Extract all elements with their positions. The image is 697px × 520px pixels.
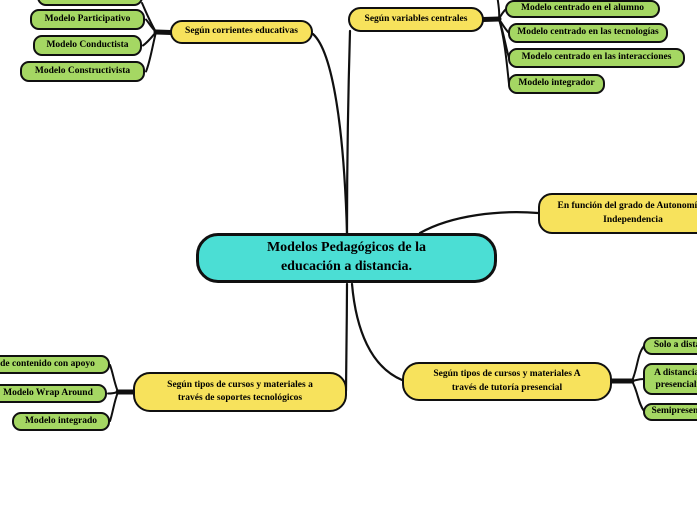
leaf-modelo-centrado-interacciones[interactable]: Modelo centrado en las interacciones xyxy=(508,48,685,68)
leaf-modelo-constructivista[interactable]: Modelo Constructivista xyxy=(20,61,145,82)
leaf-clipped-offscreen[interactable] xyxy=(37,0,143,6)
leaf-modelo-conductista[interactable]: Modelo Conductista xyxy=(33,35,142,56)
leaf-modelo-integrador[interactable]: Modelo integrador xyxy=(508,74,605,94)
branch-corrientes-educativas[interactable]: Según corrientes educativas xyxy=(170,20,313,44)
leaf-modelo-centrado-alumno[interactable]: Modelo centrado en el alumno xyxy=(505,0,660,18)
branch-variables-centrales[interactable]: Según variables centrales xyxy=(348,7,484,32)
leaf-modelo-contenido-apoyo[interactable]: Modelo de contenido con apoyo xyxy=(0,355,110,374)
branch-tutoria-presencial[interactable]: Según tipos de cursos y materiales A tra… xyxy=(402,362,612,401)
leaf-solo-a-distancia[interactable]: Solo a distancia xyxy=(643,337,697,355)
leaf-a-distancia-presencialidad[interactable]: A distancia con presencialidad xyxy=(643,363,697,395)
leaf-modelo-participativo[interactable]: Modelo Participativo xyxy=(30,9,145,30)
leaf-modelo-centrado-tecnologias[interactable]: Modelo centrado en las tecnologías xyxy=(508,23,668,43)
branch-soportes-tecnologicos[interactable]: Según tipos de cursos y materiales a tra… xyxy=(133,372,347,412)
central-topic[interactable]: Modelos Pedagógicos de la educación a di… xyxy=(196,233,497,283)
leaf-semipresencial[interactable]: Semipresencial xyxy=(643,403,697,421)
leaf-modelo-integrado[interactable]: Modelo integrado xyxy=(12,412,110,431)
branch-autonomia-independencia[interactable]: En función del grado de Autonomía e Inde… xyxy=(538,193,697,234)
leaf-modelo-wrap-around[interactable]: Modelo Wrap Around xyxy=(0,384,107,403)
